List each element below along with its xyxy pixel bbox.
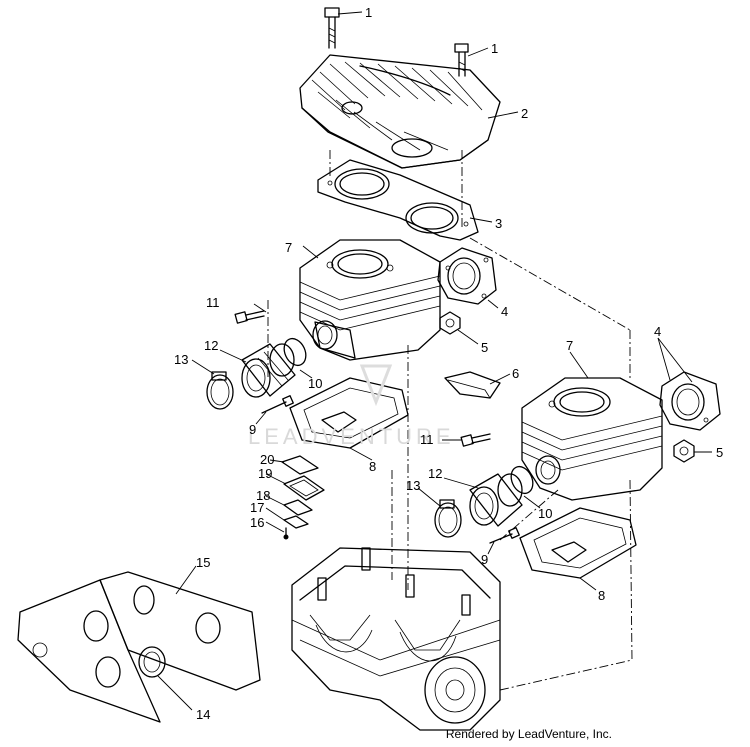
callout-3: 3 xyxy=(495,216,502,231)
callout-4-right: 4 xyxy=(654,324,661,339)
intake-clamp-left xyxy=(206,371,234,410)
callout-labels: 1 1 2 3 7 4 5 6 11 12 13 10 9 8 7 4 5 11… xyxy=(174,5,723,722)
watermark-logo: LEADVENTURE xyxy=(248,364,455,449)
intake-bolt-left xyxy=(234,310,265,324)
callout-5-left: 5 xyxy=(481,340,488,355)
screw-left xyxy=(261,395,294,414)
callout-13-right: 13 xyxy=(406,478,420,493)
cylinder-left xyxy=(299,239,441,361)
reed-petal xyxy=(283,499,313,516)
cylinder-right xyxy=(521,377,663,501)
callout-2: 2 xyxy=(521,106,528,121)
screw-right xyxy=(489,527,520,544)
callout-18: 18 xyxy=(256,488,270,503)
callout-7-left: 7 xyxy=(285,240,292,255)
callout-20: 20 xyxy=(260,452,274,467)
callout-11-left: 11 xyxy=(206,295,220,310)
o-ring-right xyxy=(510,465,534,495)
reed-valve-stopper xyxy=(281,455,319,475)
leader-lines xyxy=(157,11,712,711)
callout-10-left: 10 xyxy=(308,376,322,391)
callout-7-right: 7 xyxy=(566,338,573,353)
cylinder-nut-left xyxy=(439,311,461,335)
head-gasket xyxy=(317,159,479,241)
callout-16: 16 xyxy=(250,515,264,530)
cylinder-head-bolt xyxy=(324,7,340,49)
base-gasket-right xyxy=(519,507,637,579)
callout-12-right: 12 xyxy=(428,466,442,481)
o-ring-left xyxy=(283,337,307,367)
intake-clamp-right xyxy=(434,499,462,538)
cylinder-head-bolt-rear xyxy=(454,43,469,77)
callout-8-left: 8 xyxy=(369,459,376,474)
callout-4-left: 4 xyxy=(501,304,508,319)
callout-10-right: 10 xyxy=(538,506,552,521)
reed-valve-block xyxy=(283,475,325,501)
cylinder-nut-right xyxy=(673,439,695,463)
intake-bolt-right xyxy=(460,433,491,447)
callout-14: 14 xyxy=(196,707,210,722)
crankcase xyxy=(291,547,501,731)
callout-1-rear: 1 xyxy=(491,41,498,56)
exhaust-gasket-left xyxy=(437,247,497,305)
callout-9-left: 9 xyxy=(249,422,256,437)
render-credit: Rendered by LeadVenture, Inc. xyxy=(445,727,612,741)
callout-12-left: 12 xyxy=(204,338,218,353)
callout-9-right: 9 xyxy=(481,552,488,567)
intake-boot-right xyxy=(469,473,523,527)
callout-6: 6 xyxy=(512,366,519,381)
reed-stop xyxy=(283,515,309,529)
intake-plate xyxy=(444,371,501,399)
callout-8-right: 8 xyxy=(598,588,605,603)
callout-1-top: 1 xyxy=(365,5,372,20)
callout-13-left: 13 xyxy=(174,352,188,367)
base-gasket-left xyxy=(289,377,409,449)
shroud-grommet xyxy=(138,646,166,678)
watermark-text: LEADVENTURE xyxy=(248,424,455,449)
alignment-centerlines xyxy=(267,150,633,691)
callout-17: 17 xyxy=(250,500,264,515)
exhaust-gasket-right xyxy=(659,371,721,431)
callout-11-right: 11 xyxy=(420,432,434,447)
callout-5-right: 5 xyxy=(716,445,723,460)
cylinder-head xyxy=(299,54,501,169)
callout-15: 15 xyxy=(196,555,210,570)
cooling-shroud xyxy=(17,571,261,723)
intake-boot-left xyxy=(241,343,296,398)
callout-19: 19 xyxy=(258,466,272,481)
reed-screw xyxy=(283,527,289,540)
